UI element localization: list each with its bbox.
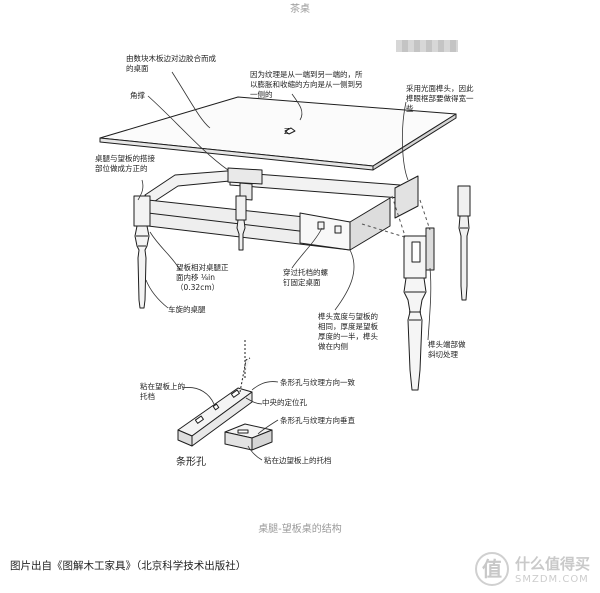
watermark: 值 什么值得买 SMZDM.COM	[475, 550, 595, 590]
label-bare-face-tenon: 采用光面榫头，因此榫眼框部要做得宽一些	[406, 84, 474, 113]
label-center-hole: 中央的定位孔	[262, 398, 307, 407]
leader-lines	[137, 71, 432, 341]
label-slot-across-grain: 条形孔与纹理方向垂直	[280, 416, 355, 425]
assembly-guides	[361, 195, 431, 239]
label-tenon-end: 榫头端部做斜切处理	[428, 340, 466, 359]
label-grain-direction: 因为纹理是从一端到另一端的，所以膨胀和收缩的方向是从一侧到另一侧的	[250, 70, 363, 99]
watermark-site: SMZDM.COM	[515, 574, 589, 585]
back-left-leg	[235, 195, 247, 251]
label-screws-through-cleat: 穿过托档的螺钉固定桌面	[283, 268, 328, 287]
cleat-detail	[177, 340, 253, 447]
blurred-text	[396, 40, 458, 52]
label-glued-on-apron: 粘在边望板上的托档	[264, 456, 332, 465]
label-slot-along-grain: 条形孔与纹理方向一致	[280, 378, 355, 387]
svg-text:Z: Z	[284, 127, 290, 136]
smzdm-logo-icon: 值	[475, 552, 509, 586]
label-turned-leg: 车旋的桌腿	[168, 305, 206, 314]
top-caption: 茶桌	[290, 4, 310, 15]
tabletop: Z	[99, 96, 457, 171]
detail-leaders	[181, 381, 279, 461]
front-left-leg	[133, 195, 151, 309]
cleat-on-apron-detail	[224, 423, 273, 451]
front-right-leg	[403, 227, 435, 391]
label-tenon-width: 榫头宽度与望板的相同，厚度是望板厚度的一半，榫头做在内侧	[318, 312, 378, 351]
source-line: 图片出自《图解木工家具》（北京科学技术出版社）	[10, 560, 247, 572]
label-apron-setback-value: ⅛in（0.32cm）	[176, 273, 220, 292]
label-cleat-on-apron: 粘在望板上的托档	[140, 382, 185, 401]
back-right-leg	[457, 185, 471, 301]
label-tabletop: 由数块木板边对边胶合而成的桌面	[126, 54, 216, 73]
label-apron-setback: 望板相对桌腿正面内移 ⅛in（0.32cm）	[176, 263, 232, 293]
figure-caption: 桌腿-望板桌的结构	[258, 524, 342, 535]
label-leg-apron-joint: 桌腿与望板的搭接部位做成方正的	[95, 154, 155, 173]
label-slot-hole: 条形孔	[176, 457, 206, 468]
table-construction-drawing: Z	[99, 71, 471, 461]
apron-frame	[144, 169, 419, 251]
label-apron-setback-text: 望板相对桌腿正面内移	[176, 263, 229, 282]
label-corner-brace: 角撑	[130, 91, 145, 100]
watermark-name: 什么值得买	[515, 555, 591, 573]
